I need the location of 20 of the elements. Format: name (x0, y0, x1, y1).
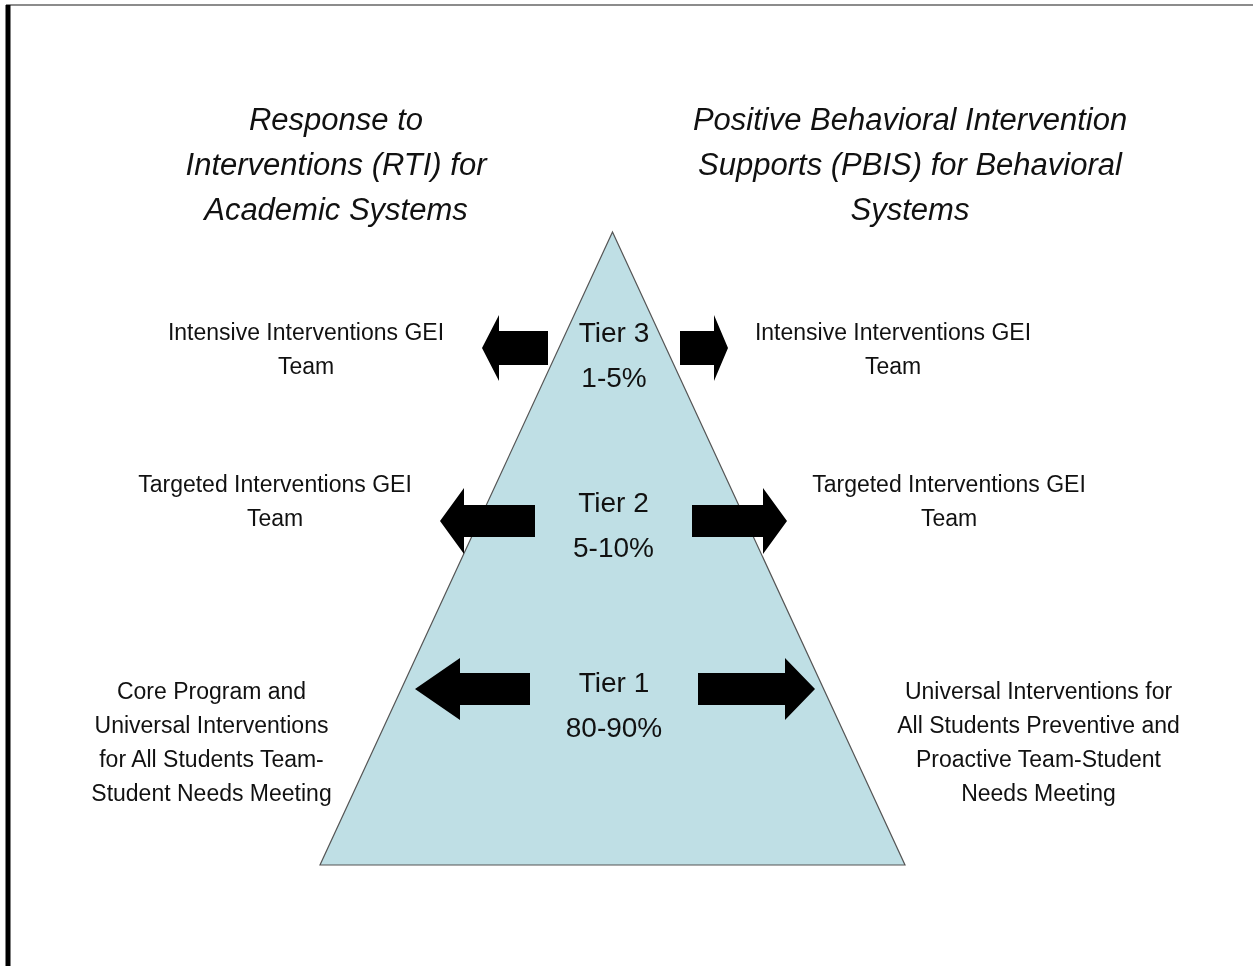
tier-label: Tier 3 (577, 316, 651, 350)
percentage-label: 1-5% (580, 361, 648, 395)
block-arrow (680, 315, 728, 381)
column-heading: Response to Interventions (RTI) for Academic Systems (184, 101, 489, 229)
block-arrow (440, 488, 535, 554)
block-arrow (692, 488, 787, 554)
intervention-text: Core Program and Universal Interventions for All Students Team- Student Needs Meeting (90, 677, 333, 808)
intervention-text: Intensive Interventions GEI Team (166, 318, 446, 381)
intervention-text: Universal Interventions for All Students Preventive and Proactive Team-Student Needs Meeting (896, 677, 1181, 808)
column-heading: Positive Behavioral Intervention Supports (PBIS) for Behavioral Systems (691, 101, 1129, 229)
intervention-text: Intensive Interventions GEI Team (753, 318, 1033, 381)
intervention-text: Targeted Interventions GEI Team (137, 470, 413, 533)
tier-label: Tier 1 (577, 666, 651, 700)
block-arrow (415, 658, 530, 720)
percentage-label: 5-10% (572, 531, 655, 565)
tier-label: Tier 2 (577, 486, 650, 520)
block-arrow (482, 315, 548, 381)
intervention-text: Targeted Interventions GEI Team (811, 470, 1087, 533)
percentage-label: 80-90% (564, 711, 664, 745)
block-arrow (698, 658, 815, 720)
